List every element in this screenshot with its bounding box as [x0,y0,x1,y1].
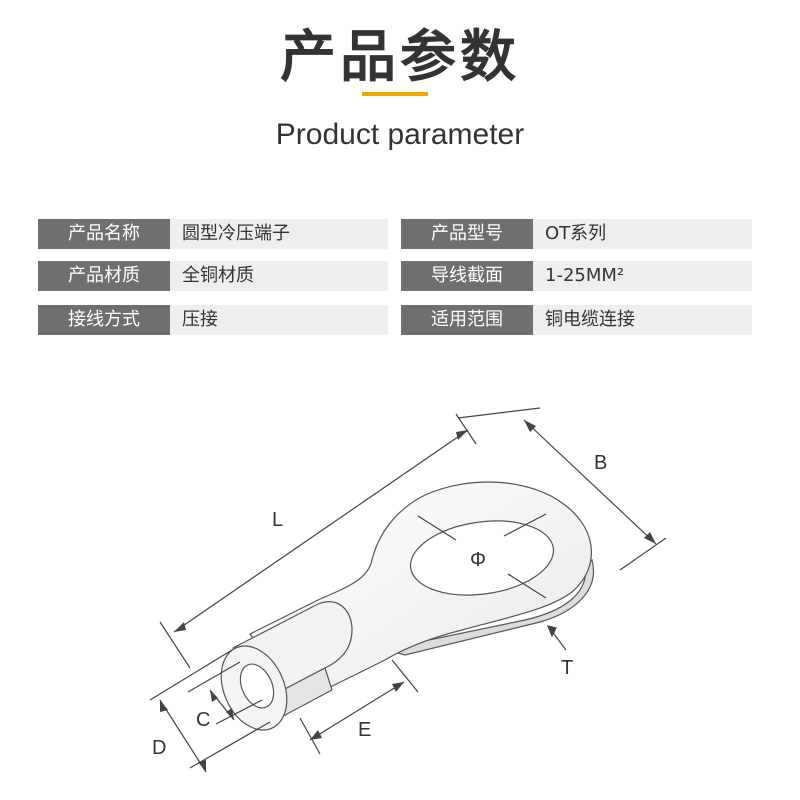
page-subtitle: Product parameter [275,118,525,151]
spec-value-model: OT系列 [533,219,752,249]
dimension-lines [149,407,667,773]
dimension-label-b: B [594,452,607,474]
terminal-body [220,481,594,731]
spec-row: 产品材质 全铜材质 导线截面 1-25MM² [38,261,752,291]
spec-value-material: 全铜材质 [170,261,388,291]
spec-value-connection: 压接 [170,305,388,335]
dimension-label-e: E [358,719,371,741]
dimension-label-l: L [272,509,283,531]
dimension-label-t: T [561,657,573,679]
spec-label-model: 产品型号 [401,219,533,249]
spec-label-application: 适用范围 [401,305,533,335]
ring-terminal-diagram: L B T E C D Φ [149,407,667,773]
title-accent-bar [362,92,428,96]
spec-label-wire-section: 导线截面 [401,261,533,291]
dimension-label-phi: Φ [470,549,486,571]
dimension-label-d: D [152,737,166,759]
spec-label-connection: 接线方式 [38,305,170,335]
spec-value-wire-section: 1-25MM² [533,261,752,291]
dimension-arrows [160,420,656,772]
page-title: 产品参数 [280,25,520,90]
spec-label-name: 产品名称 [38,219,170,249]
spec-value-application: 铜电缆连接 [533,305,752,335]
spec-row: 产品名称 圆型冷压端子 产品型号 OT系列 [38,219,752,249]
spec-label-material: 产品材质 [38,261,170,291]
spec-row: 接线方式 压接 适用范围 铜电缆连接 [38,305,752,335]
spec-value-name: 圆型冷压端子 [170,219,388,249]
dimension-label-c: C [196,709,210,731]
